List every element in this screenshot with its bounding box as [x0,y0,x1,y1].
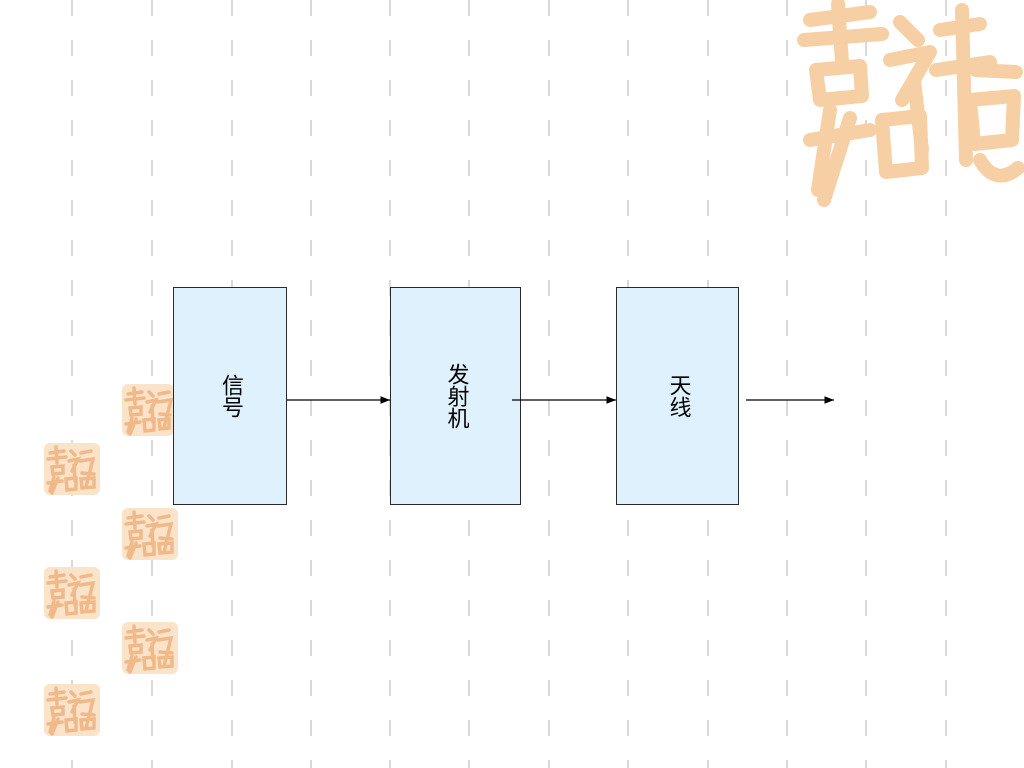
seal-stamp-6 [44,684,100,736]
transmitter-block: 发射机 [390,287,521,505]
transmitter-block-label: 发射机 [443,363,469,429]
seal-stamp-4 [44,567,100,619]
seal-stamp-3 [122,508,178,560]
seal-stamp-1 [122,384,174,436]
seal-stamp-5 [122,622,178,674]
signal-block-label: 信号 [218,374,243,418]
large-calligraphy-seal [797,0,1024,207]
antenna-block: 天线 [616,287,739,505]
signal-block: 信号 [173,287,287,505]
seal-stamp-2 [44,443,100,495]
antenna-block-label: 天线 [665,374,691,418]
